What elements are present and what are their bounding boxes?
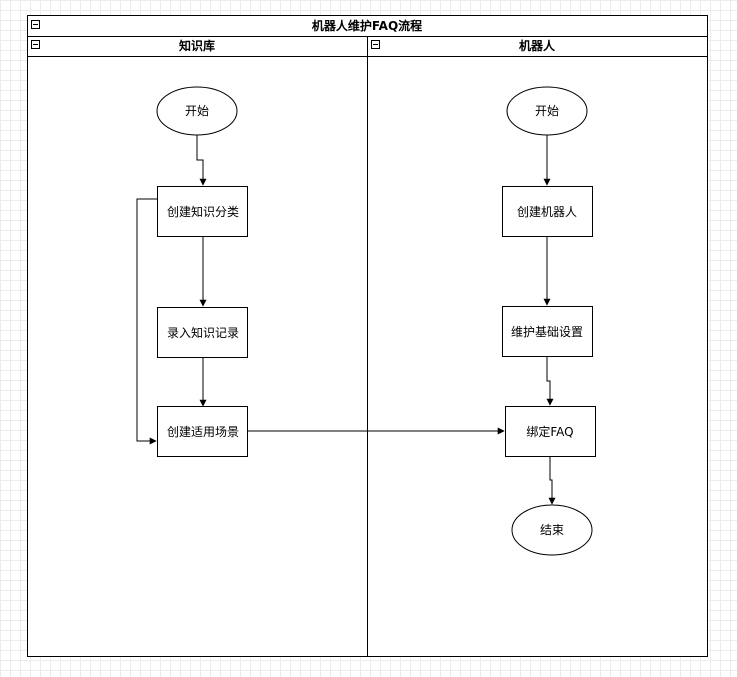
node-label: 创建适用场景: [167, 425, 239, 439]
node-label: 开始: [185, 104, 209, 118]
node-kb-start[interactable]: 开始: [156, 86, 238, 136]
lane-collapse-button[interactable]: [371, 40, 380, 49]
pool-title: 机器人维护FAQ流程: [312, 18, 422, 33]
node-bot-bind-faq[interactable]: 绑定FAQ: [505, 406, 596, 457]
pool-collapse-button[interactable]: [31, 20, 40, 29]
node-label: 创建机器人: [517, 205, 577, 219]
node-label: 维护基础设置: [511, 325, 583, 339]
node-bot-end[interactable]: 结束: [511, 504, 593, 556]
node-kb-create-scenario[interactable]: 创建适用场景: [157, 406, 248, 457]
node-label: 绑定FAQ: [526, 424, 573, 439]
edges: [136, 135, 556, 505]
node-kb-create-category[interactable]: 创建知识分类: [157, 186, 248, 237]
node-bot-start[interactable]: 开始: [506, 86, 588, 136]
edge-kb-start-to-category[interactable]: [196, 135, 207, 186]
lane-robot: 机器人: [371, 38, 556, 53]
node-label: 录入知识记录: [167, 326, 239, 340]
edge-category-to-scenario-loop[interactable]: [136, 198, 157, 445]
node-kb-enter-record[interactable]: 录入知识记录: [157, 307, 248, 358]
lane-title: 机器人: [519, 38, 556, 53]
node-label: 开始: [535, 104, 559, 118]
edge-bind-to-end[interactable]: [548, 457, 556, 505]
lane-title: 知识库: [178, 38, 215, 53]
lane-collapse-button[interactable]: [31, 40, 40, 49]
edge-settings-to-bind[interactable]: [546, 357, 554, 406]
node-label: 结束: [540, 523, 564, 537]
node-bot-create-robot[interactable]: 创建机器人: [502, 186, 593, 237]
node-bot-basic-settings[interactable]: 维护基础设置: [502, 306, 593, 357]
node-label: 创建知识分类: [167, 205, 239, 219]
